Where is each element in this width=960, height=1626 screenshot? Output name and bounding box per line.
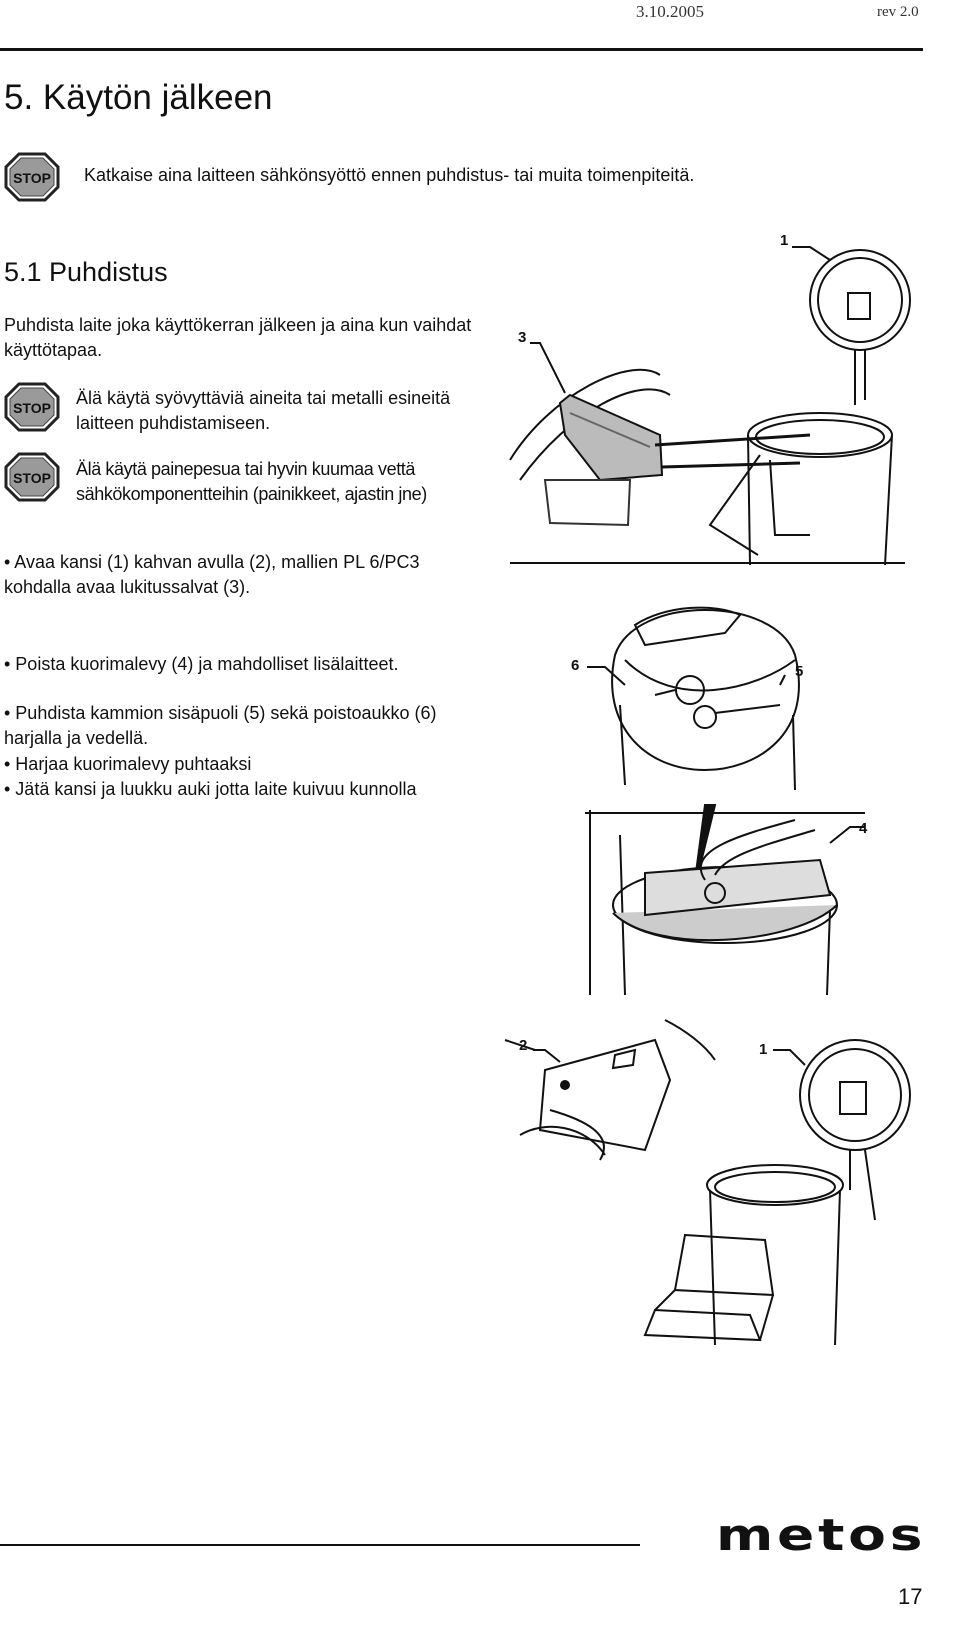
svg-text:STOP: STOP <box>13 470 51 486</box>
figure-label: 5 <box>795 663 804 680</box>
figure-label: 2 <box>519 1037 528 1054</box>
step-remove-plate: • Poista kuorimalevy (4) ja mahdolliset … <box>4 654 399 674</box>
figure-chamber-plate: 6 5 4 <box>565 595 885 1015</box>
step-clean-chamber: • Puhdista kammion sisäpuoli (5) sekä po… <box>4 703 437 748</box>
step-brush-plate: • Harjaa kuorimalevy puhtaaksi <box>4 754 252 774</box>
svg-text:STOP: STOP <box>13 400 51 416</box>
header-rule <box>0 48 923 51</box>
figure-label: 6 <box>571 657 580 674</box>
page-number: 17 <box>898 1584 923 1609</box>
stop-sign-icon: STOP <box>4 152 60 207</box>
footer-rule <box>0 1544 640 1546</box>
stop-sign-icon: STOP <box>4 452 60 507</box>
intro-text: Puhdista laite joka käyttökerran jälkeen… <box>4 315 472 360</box>
svg-text:STOP: STOP <box>13 170 51 186</box>
warning-main: Katkaise aina laitteen sähkönsyöttö enne… <box>84 165 695 185</box>
step-open-lid: • Avaa kansi (1) kahvan avulla (2), mall… <box>4 552 420 597</box>
section-title: 5. Käytön jälkeen <box>4 78 273 117</box>
stop-sign-icon: STOP <box>4 382 60 437</box>
figure-label: 1 <box>780 232 789 249</box>
figure-handle-lid: 2 1 <box>504 1019 925 1346</box>
figure-label: 3 <box>518 329 527 346</box>
warning-1: Älä käytä syövyttäviä aineita tai metall… <box>76 388 451 433</box>
step-leave-open: • Jätä kansi ja luukku auki jotta laite … <box>4 779 417 799</box>
brand-logo: metos <box>716 1510 927 1561</box>
figure-label: 4 <box>859 820 868 837</box>
header-date: 3.10.2005 <box>636 2 704 21</box>
figure-lid-latch: 1 3 <box>509 232 940 580</box>
subsection-title: 5.1 Puhdistus <box>4 257 168 287</box>
figure-label: 1 <box>759 1041 768 1058</box>
warning-2: Älä käytä painepesua tai hyvin kuumaa ve… <box>76 459 427 504</box>
header-revision: rev 2.0 <box>877 4 919 20</box>
